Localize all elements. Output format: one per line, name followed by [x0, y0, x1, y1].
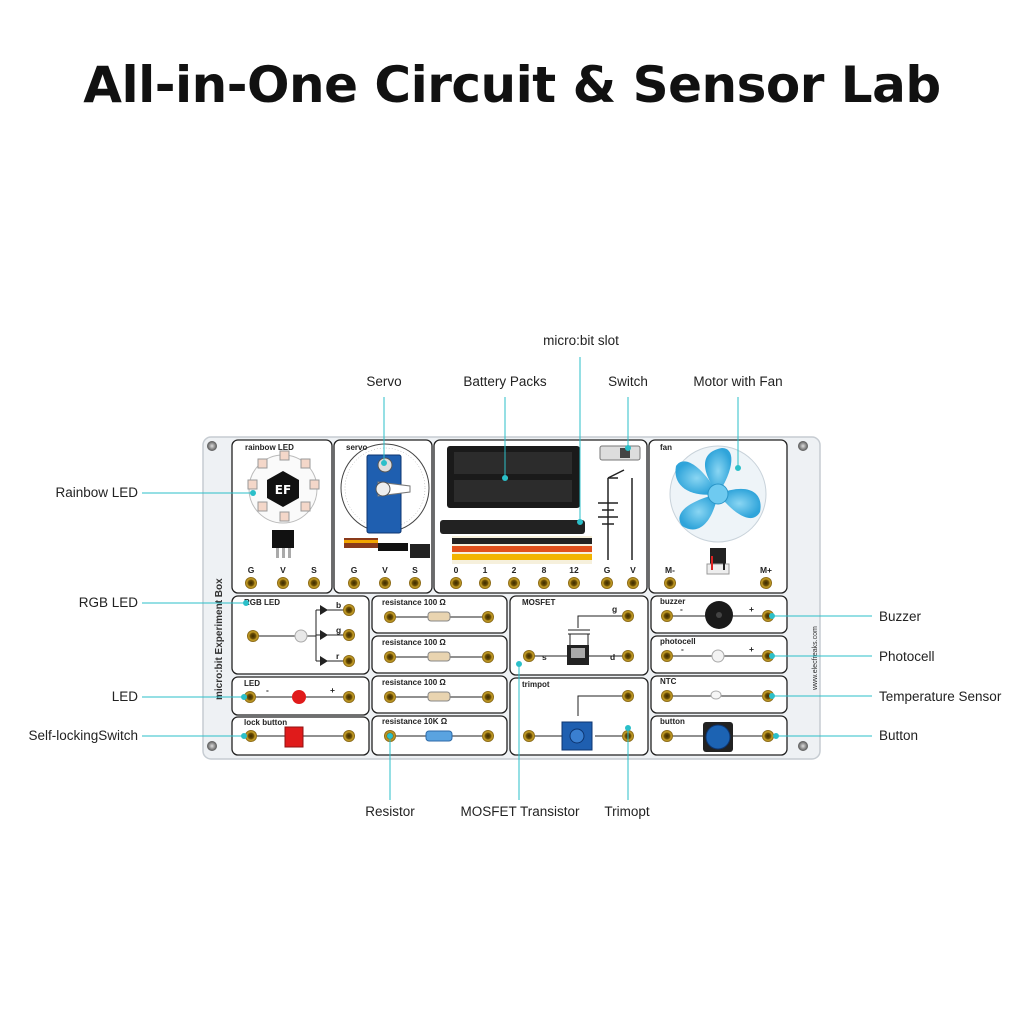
svg-text:V: V	[630, 565, 636, 575]
panel-rainbow-led: rainbow LED EF G V S	[231, 439, 333, 594]
svg-text:servo: servo	[346, 443, 367, 452]
svg-text:-: -	[680, 604, 683, 614]
svg-text:trimpot: trimpot	[522, 680, 550, 689]
callout-rgb-led: RGB LED	[78, 595, 138, 610]
callout-buzzer: Buzzer	[879, 609, 922, 624]
panel-resistance-1: resistance 100 Ω	[371, 595, 508, 634]
photocell-icon	[711, 649, 725, 663]
svg-text:V: V	[280, 565, 286, 575]
callout-battery-packs: Battery Packs	[463, 374, 547, 389]
callout-rainbow-led: Rainbow LED	[55, 485, 138, 500]
panel-servo: servo G V S	[333, 439, 433, 594]
panel-photocell: photocell - +	[650, 635, 788, 674]
callout-servo: Servo	[366, 374, 402, 389]
svg-text:g: g	[612, 604, 617, 614]
panel-led: LED - +	[231, 676, 370, 716]
svg-text:d: d	[610, 652, 615, 662]
svg-text:+: +	[330, 685, 335, 695]
panel-mosfet: MOSFET g s d	[509, 595, 649, 676]
panel-rgb-led: RGB LED b g r	[231, 595, 370, 675]
svg-text:0: 0	[454, 565, 459, 575]
svg-text:-: -	[266, 685, 269, 695]
svg-text:G: G	[604, 565, 611, 575]
svg-text:RGB LED: RGB LED	[244, 598, 280, 607]
microbit-pin-header	[452, 538, 592, 560]
svg-text:button: button	[660, 717, 685, 726]
svg-text:r: r	[336, 651, 340, 661]
board-url-text: www.elecfreaks.com	[812, 626, 819, 691]
screw-icon	[798, 441, 808, 451]
callout-switch: Switch	[608, 374, 648, 389]
panel-lock-button: lock button	[231, 716, 370, 756]
panel-resistance-3: resistance 100 Ω	[371, 675, 508, 714]
svg-text:NTC: NTC	[660, 677, 677, 686]
panel-microbit-battery: 0 1 2 8 12 G V	[433, 439, 648, 594]
svg-text:g: g	[336, 625, 341, 635]
switch-battery-symbol	[598, 469, 633, 560]
svg-text:M+: M+	[760, 565, 772, 575]
led-red-icon	[292, 690, 306, 704]
svg-text:resistance 100 Ω: resistance 100 Ω	[382, 678, 446, 687]
callout-led: LED	[111, 689, 138, 704]
svg-text:EF: EF	[275, 483, 291, 497]
svg-text:s: s	[542, 652, 547, 662]
svg-text:resistance 100 Ω: resistance 100 Ω	[382, 598, 446, 607]
svg-text:resistance 10K Ω: resistance 10K Ω	[382, 717, 448, 726]
svg-text:resistance 100 Ω: resistance 100 Ω	[382, 638, 446, 647]
ntc-icon	[710, 690, 722, 700]
rainbow-led-chips	[247, 450, 320, 522]
svg-text:G: G	[248, 565, 255, 575]
svg-text:S: S	[412, 565, 418, 575]
svg-text:G: G	[351, 565, 358, 575]
svg-text:buzzer: buzzer	[660, 597, 685, 606]
svg-text:V: V	[382, 565, 388, 575]
callout-microbit-slot: micro:bit slot	[543, 333, 619, 348]
microbit-slot	[440, 520, 585, 534]
svg-text:1: 1	[483, 565, 488, 575]
callout-self-locking-switch: Self-lockingSwitch	[28, 728, 138, 743]
svg-text:MOSFET: MOSFET	[522, 598, 555, 607]
svg-text:rainbow LED: rainbow LED	[245, 443, 294, 452]
svg-text:2: 2	[512, 565, 517, 575]
logo-icon	[267, 471, 299, 507]
callout-trimopt: Trimopt	[604, 804, 650, 819]
callout-resistor: Resistor	[365, 804, 415, 819]
callout-motor-with-fan: Motor with Fan	[693, 374, 783, 389]
board-side-text: micro:bit Experiment Box	[214, 578, 225, 700]
svg-text:8: 8	[542, 565, 547, 575]
panel-resistance-2: resistance 100 Ω	[371, 635, 508, 674]
push-button-icon	[705, 724, 731, 750]
svg-text:-: -	[681, 644, 684, 654]
screw-icon	[207, 741, 217, 751]
callout-button: Button	[879, 728, 919, 743]
svg-text:S: S	[311, 565, 317, 575]
panel-ntc: NTC	[650, 675, 788, 714]
svg-text:+: +	[749, 644, 754, 654]
panel-trimpot: trimpot	[509, 677, 649, 756]
svg-text:12: 12	[569, 565, 579, 575]
svg-text:b: b	[336, 600, 341, 610]
callout-leaders	[142, 357, 872, 800]
svg-text:photocell: photocell	[660, 637, 696, 646]
svg-text:lock button: lock button	[244, 718, 287, 727]
svg-text:+: +	[749, 604, 754, 614]
panel-buzzer: buzzer - +	[650, 595, 788, 634]
screw-icon	[207, 441, 217, 451]
callout-mosfet-transistor: MOSFET Transistor	[460, 804, 580, 819]
screw-icon	[798, 741, 808, 751]
svg-text:LED: LED	[244, 679, 260, 688]
callout-temperature-sensor: Temperature Sensor	[879, 689, 1002, 704]
lock-button-icon	[284, 726, 304, 748]
panel-fan: fan M- M+	[648, 439, 788, 594]
panel-button: button	[650, 715, 788, 756]
svg-text:M-: M-	[665, 565, 675, 575]
callout-photocell: Photocell	[879, 649, 935, 664]
page-title: All-in-One Circuit & Sensor Lab	[83, 56, 941, 114]
fan-icon	[669, 445, 767, 543]
svg-text:fan: fan	[660, 443, 672, 452]
